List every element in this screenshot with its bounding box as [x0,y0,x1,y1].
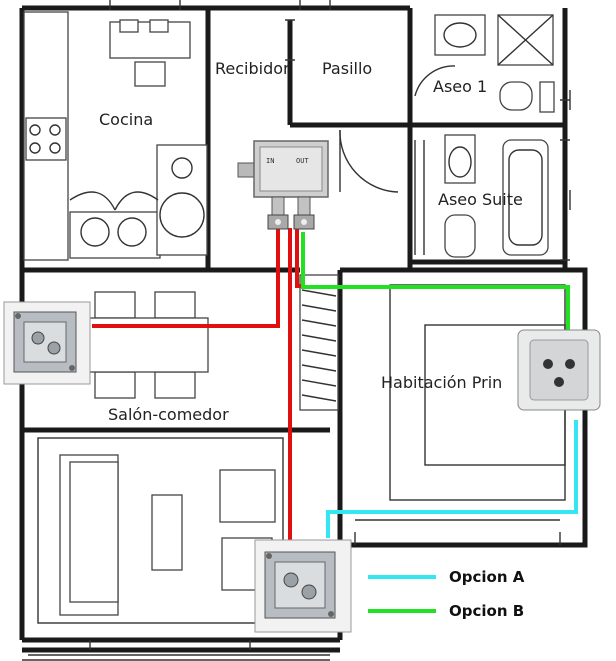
option-b-cable [301,232,570,330]
legend: Opcion A Opcion B [368,568,525,620]
splitter-label-in: IN [266,157,274,165]
room-label-recibidor: Recibidor [215,59,290,78]
bathroom-fixtures [414,14,555,258]
living-room-furniture [37,291,284,624]
option-a-cable [326,420,578,538]
tv-wall-socket-icon [3,301,91,385]
room-label-pasillo: Pasillo [322,59,372,78]
tv-outlet-box-icon [517,329,601,411]
legend-label-option-a: Opcion A [449,568,525,586]
room-labels: Cocina Recibidor Pasillo Aseo 1 Aseo Sui… [99,59,523,424]
red-cable-to-salon-socket [92,228,280,328]
room-label-aseo-suite: Aseo Suite [438,190,523,209]
splitter-label-out: OUT [296,157,309,165]
room-label-habitacion: Habitación Prin [381,373,502,392]
room-label-salon: Salón-comedor [108,405,229,424]
room-label-cocina: Cocina [99,110,153,129]
cable-runs [92,228,578,558]
legend-label-option-b: Opcion B [449,602,524,620]
kitchen-fixtures [23,11,208,261]
antenna-splitter-icon: IN OUT [237,140,329,230]
doors-and-stairs [285,19,456,411]
room-label-aseo1: Aseo 1 [433,77,487,96]
tv-wall-socket-icon [254,539,352,633]
